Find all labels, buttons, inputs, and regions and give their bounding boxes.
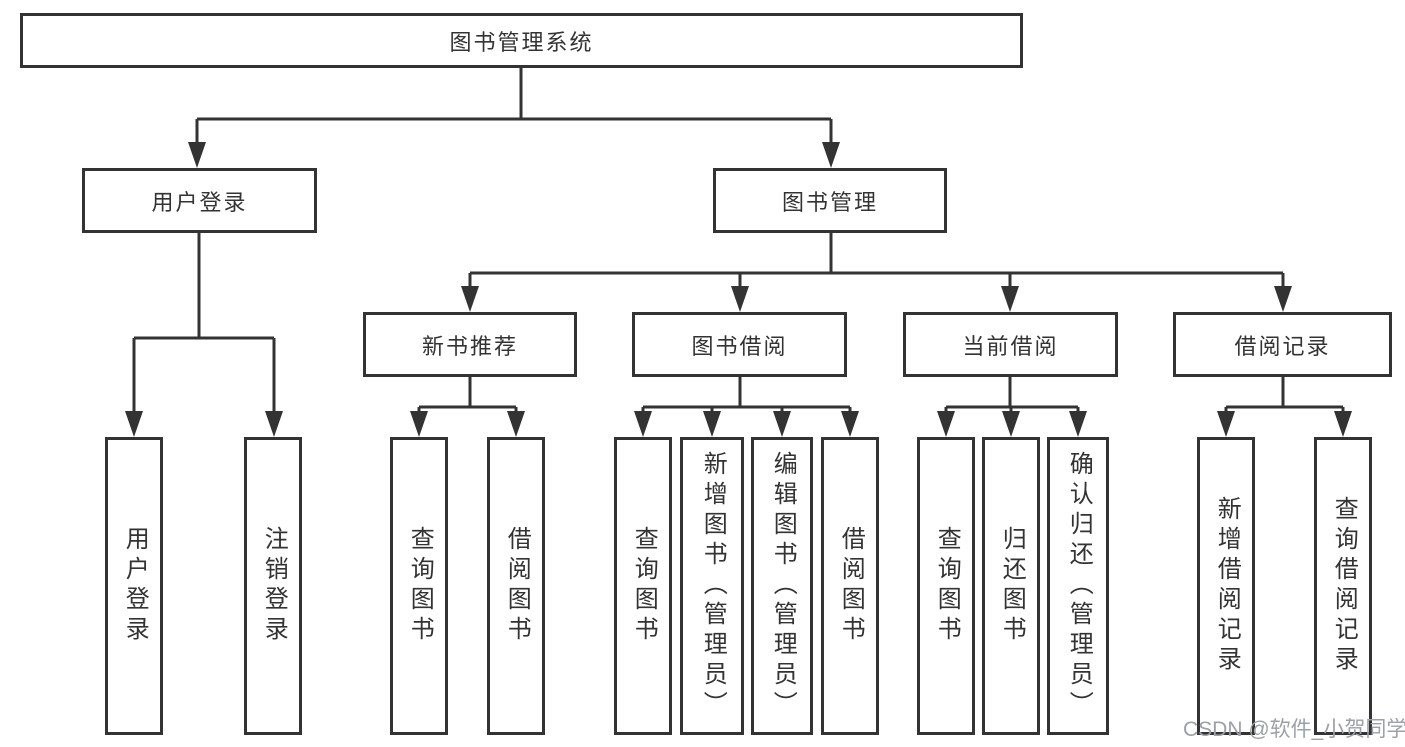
csdn-watermark: CSDN @软件_小贺同学 [1183, 718, 1405, 741]
leaf-edit-book-admin-label: 编辑图书（管理员） [769, 451, 797, 721]
leaf-borrow-books-1-label: 借阅图书 [503, 526, 531, 646]
leaf-query-books-1-label: 查询图书 [406, 526, 434, 646]
leaf-user-login-label: 用户登录 [121, 526, 149, 646]
leaf-confirm-return-admin-label: 确认归还（管理员） [1065, 451, 1093, 721]
leaf-logout: 注销登录 [244, 437, 302, 735]
leaf-confirm-return-admin: 确认归还（管理员） [1047, 437, 1109, 735]
leaf-query-books-1: 查询图书 [390, 437, 448, 735]
leaf-add-borrow-record-label: 新增借阅记录 [1213, 496, 1241, 676]
leaf-query-books-2-label: 查询图书 [630, 526, 658, 646]
node-current-borrowing-label: 当前借阅 [962, 333, 1059, 359]
leaf-user-login: 用户登录 [105, 437, 163, 735]
root-node: 图书管理系统 [20, 13, 1023, 68]
leaf-add-borrow-record: 新增借阅记录 [1197, 437, 1255, 735]
leaf-logout-label: 注销登录 [260, 526, 288, 646]
leaf-query-books-2: 查询图书 [614, 437, 672, 735]
leaf-query-borrow-record: 查询借阅记录 [1314, 437, 1372, 735]
leaf-borrow-books-2-label: 借阅图书 [837, 526, 865, 646]
root-node-label: 图书管理系统 [449, 29, 594, 55]
node-borrowing-records: 借阅记录 [1173, 312, 1392, 377]
node-borrowing-records-label: 借阅记录 [1234, 333, 1331, 359]
node-book-borrowing-label: 图书借阅 [691, 333, 788, 359]
leaf-query-borrow-record-label: 查询借阅记录 [1330, 496, 1358, 676]
leaf-borrow-books-2: 借阅图书 [821, 437, 879, 735]
leaf-query-books-3: 查询图书 [917, 437, 975, 735]
node-user-login-label: 用户登录 [151, 189, 248, 215]
leaf-add-book-admin-label: 新增图书（管理员） [699, 451, 727, 721]
node-book-management-label: 图书管理 [781, 189, 878, 215]
node-book-borrowing: 图书借阅 [632, 312, 847, 377]
node-new-book-recommend-label: 新书推荐 [421, 333, 518, 359]
leaf-query-books-3-label: 查询图书 [933, 526, 961, 646]
leaf-borrow-books-1: 借阅图书 [487, 437, 545, 735]
node-current-borrowing: 当前借阅 [903, 312, 1118, 377]
node-user-login: 用户登录 [82, 168, 317, 233]
leaf-return-book-label: 归还图书 [998, 526, 1026, 646]
node-new-book-recommend: 新书推荐 [363, 312, 577, 377]
leaf-edit-book-admin: 编辑图书（管理员） [751, 437, 813, 735]
leaf-add-book-admin: 新增图书（管理员） [680, 437, 744, 735]
leaf-return-book: 归还图书 [982, 437, 1040, 735]
node-book-management: 图书管理 [713, 168, 947, 233]
